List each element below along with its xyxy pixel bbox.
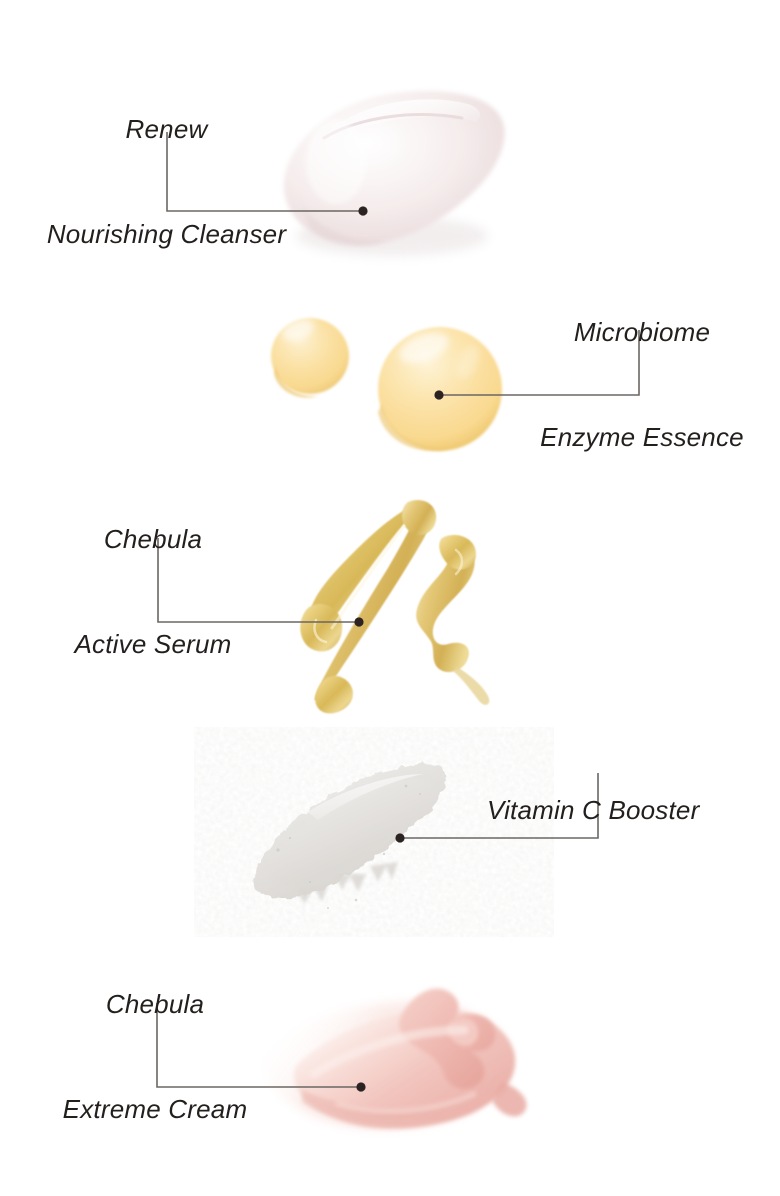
label-line-2: Active Serum bbox=[74, 629, 232, 659]
label-line-2: Nourishing Cleanser bbox=[46, 219, 287, 249]
essence-swatch bbox=[262, 300, 516, 460]
product-label-renew-nourishing-cleanser: Renew Nourishing Cleanser bbox=[33, 42, 300, 322]
label-line-1: Vitamin C Booster bbox=[487, 795, 700, 825]
product-label-vitamin-c-booster: Vitamin C Booster bbox=[487, 723, 735, 898]
label-line-1: Microbiome bbox=[573, 317, 711, 347]
label-line-1: Chebula bbox=[103, 524, 203, 554]
leader-dot bbox=[395, 833, 405, 843]
leader-dot bbox=[358, 206, 368, 216]
label-line-2: Enzyme Essence bbox=[540, 422, 744, 452]
cleanser-swatch bbox=[264, 84, 516, 260]
label-line-1: Chebula bbox=[105, 989, 205, 1019]
label-line-2: Extreme Cream bbox=[62, 1094, 248, 1124]
product-label-chebula-active-serum: Chebula Active Serum bbox=[63, 452, 243, 732]
leader-dot bbox=[356, 1082, 366, 1092]
leader-dot bbox=[354, 617, 364, 627]
booster-swatch bbox=[238, 742, 506, 932]
serum-swatch bbox=[296, 498, 496, 724]
leader-dot bbox=[434, 390, 444, 400]
product-label-microbiome-enzyme-essence: Microbiome Enzyme Essence bbox=[528, 245, 756, 525]
label-line-1: Renew bbox=[125, 114, 208, 144]
cream-swatch bbox=[252, 962, 552, 1158]
product-label-chebula-extreme-cream: Chebula Extreme Cream bbox=[50, 917, 260, 1196]
